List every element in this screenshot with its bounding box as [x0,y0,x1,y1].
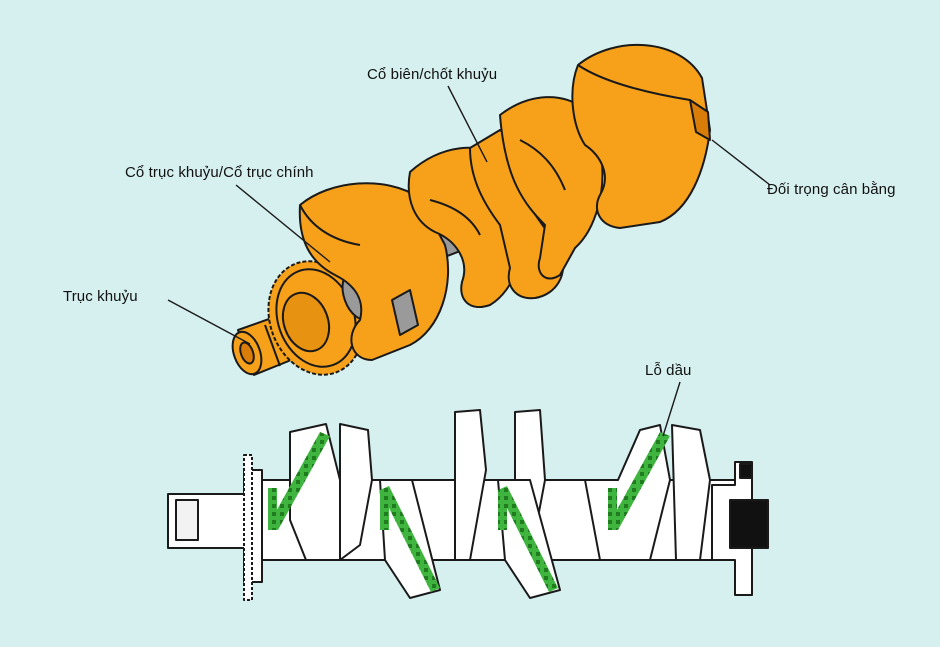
label-main-journal: Cổ trục khuỷu/Cổ trục chính [125,164,314,181]
counterweight-rear [571,43,711,229]
label-oil-hole: Lỗ dầu [645,362,692,379]
timing-gear [267,260,365,376]
leader-main-journal [235,184,331,263]
leader-crankshaft [167,299,251,345]
crankshaft-section [167,409,769,601]
leader-connecting-rod-journal [447,85,488,163]
leader-counterweight [711,139,771,186]
label-counterweight: Đối trọng cân bằng [767,181,896,198]
leader-lines [167,85,771,437]
crankshaft-3d [231,43,711,376]
label-crankshaft: Trục khuỷu [63,288,138,305]
label-connecting-rod-journal: Cổ biên/chốt khuỷu [367,66,498,83]
oil-passages [268,432,670,592]
leader-oil-hole [662,381,681,437]
